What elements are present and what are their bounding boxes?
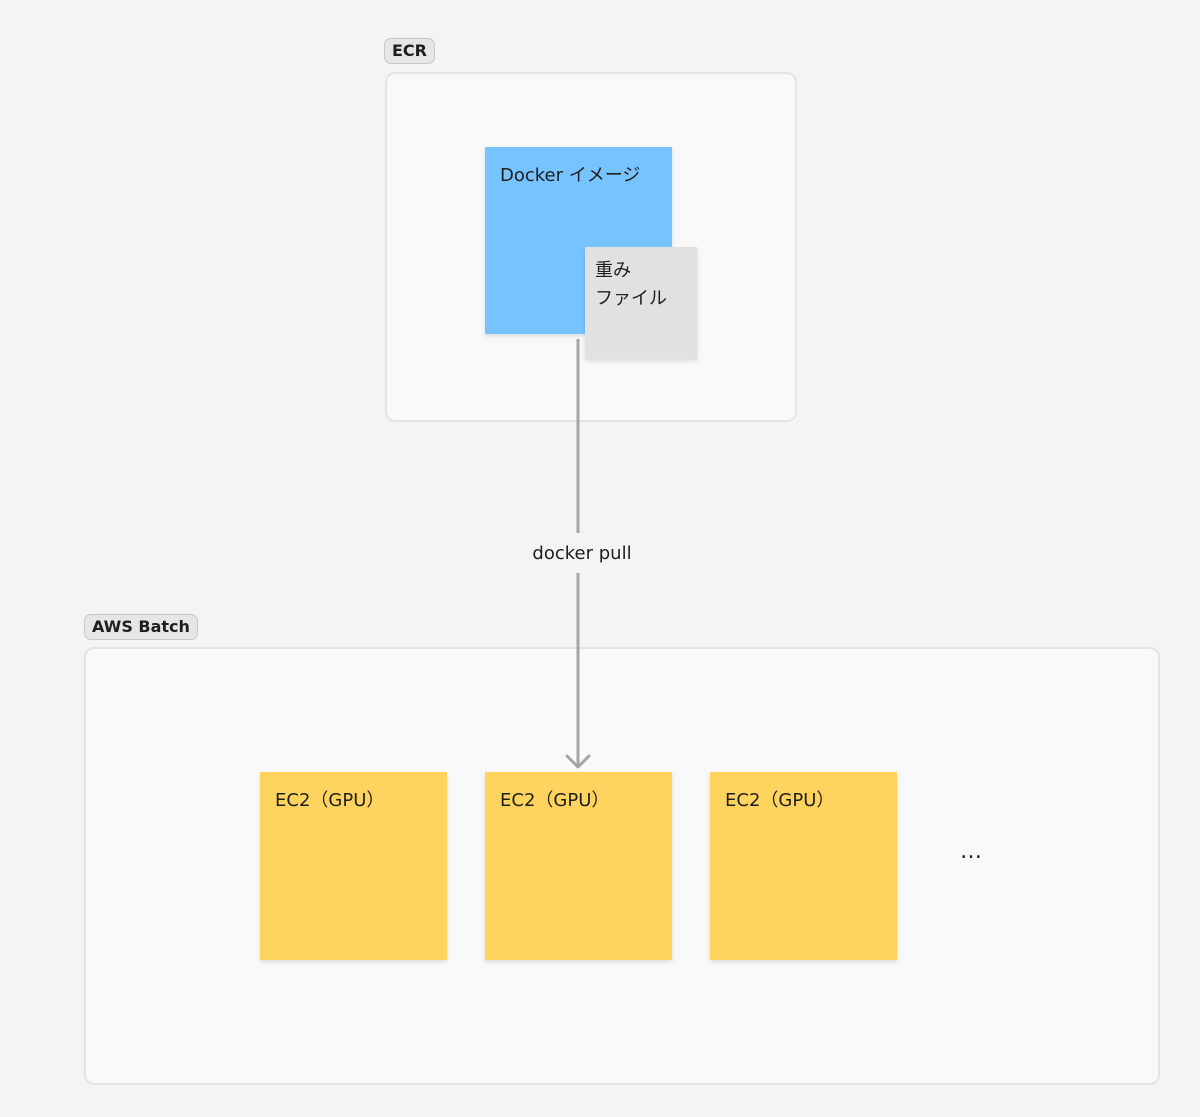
ec2-gpu-sticky-1[interactable]: EC2（GPU）: [260, 772, 447, 960]
ec2-gpu-sticky-2-text: EC2（GPU）: [500, 790, 610, 811]
ec2-gpu-sticky-3[interactable]: EC2（GPU）: [710, 772, 897, 960]
docker-pull-label: docker pull: [528, 541, 636, 566]
docker-image-sticky-text: Docker イメージ: [500, 165, 641, 186]
ec2-gpu-sticky-3-text: EC2（GPU）: [725, 790, 835, 811]
ec2-gpu-sticky-2[interactable]: EC2（GPU）: [485, 772, 672, 960]
weights-file-sticky[interactable]: 重み ファイル: [585, 247, 697, 359]
weights-file-sticky-line1: 重み: [595, 260, 631, 281]
weights-file-sticky-line2: ファイル: [595, 288, 667, 309]
aws-batch-section-label: AWS Batch: [84, 614, 198, 640]
ecr-section-label: ECR: [384, 38, 435, 64]
more-ellipsis: …: [960, 839, 987, 864]
ec2-gpu-sticky-1-text: EC2（GPU）: [275, 790, 385, 811]
